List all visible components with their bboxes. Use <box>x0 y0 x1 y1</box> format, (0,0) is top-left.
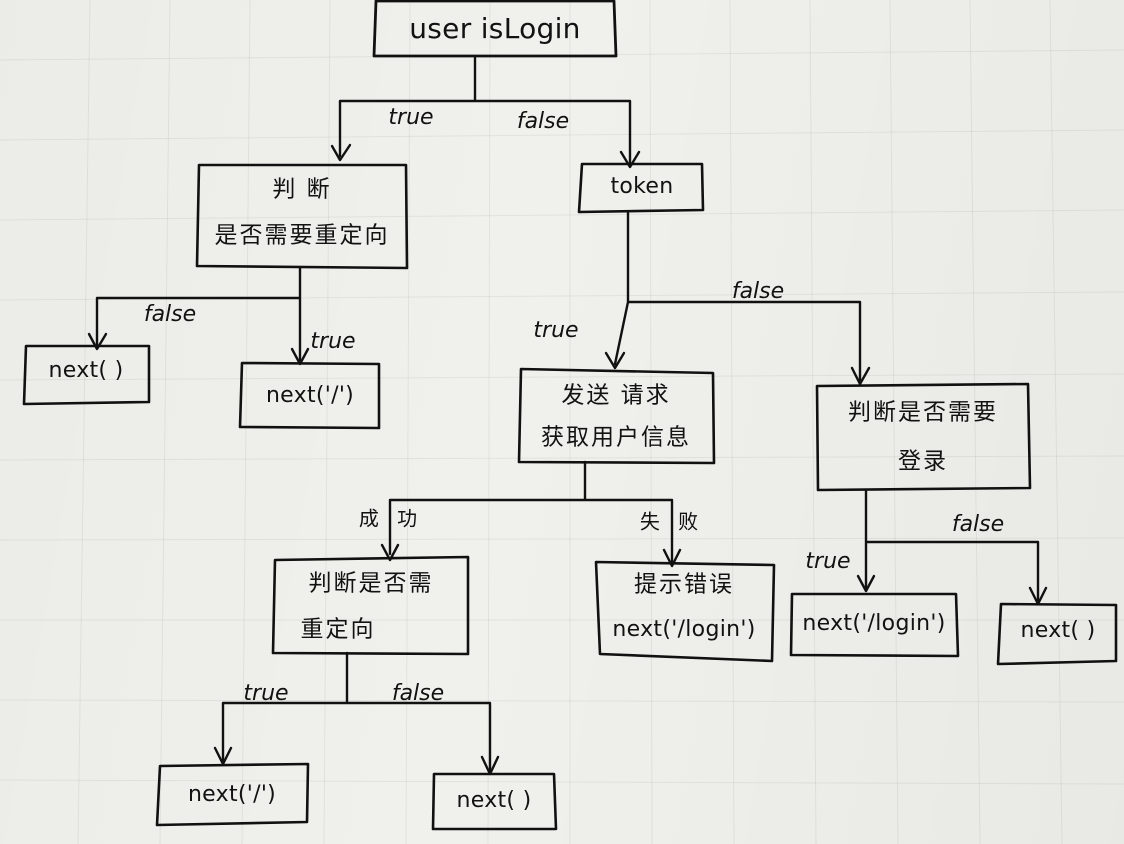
next-root-node-1-label: next('/') <box>266 383 354 408</box>
edge-label-login-check-false: false <box>952 512 1004 537</box>
edge-label-root-true: true <box>388 105 433 130</box>
login-check-node-line-2: 登录 <box>898 449 948 475</box>
redirect-check-node-2: 判断是否需 重定向 <box>271 555 470 656</box>
login-check-node-line-1: 判断是否需要 <box>848 400 998 426</box>
login-check-node: 判断是否需要 登录 <box>815 382 1032 492</box>
next-empty-node-1-label: next( ) <box>49 358 124 383</box>
token-node-label: token <box>610 174 673 199</box>
edge-request-split <box>388 460 674 564</box>
next-empty-node-2-label: next( ) <box>1021 618 1096 643</box>
arrowhead-login-check <box>850 366 871 386</box>
edge-label-redirect-2-true: true <box>243 681 288 706</box>
arrowheads <box>87 143 1048 776</box>
root-node-box <box>372 0 618 58</box>
login-check-node-box <box>815 382 1032 492</box>
request-node-line-1: 发送 请求 <box>561 383 670 409</box>
next-root-node-2-box <box>155 762 310 827</box>
next-root-node-1-box <box>238 361 381 430</box>
edge-token-split <box>613 210 862 382</box>
arrowhead-request <box>604 351 626 370</box>
edge-login-check-split <box>864 488 1040 602</box>
token-node-box <box>577 162 705 214</box>
edge-label-token-false: false <box>732 279 784 304</box>
edge-label-redirect-1-false: false <box>144 302 196 327</box>
next-empty-node-1-box <box>22 344 151 406</box>
error-node-line-2: next('/login') <box>612 617 755 642</box>
error-node: 提示错误 next('/login') <box>594 560 776 663</box>
redirect-check-node-2-box <box>271 555 470 656</box>
redirect-check-node-1-line-2: 是否需要重定向 <box>215 223 390 249</box>
arrowhead-next-login <box>856 574 876 593</box>
arrowhead-redirect-check-2 <box>380 543 400 562</box>
flow-connectors <box>95 56 1040 772</box>
next-root-node-2-label: next('/') <box>188 782 276 807</box>
edge-label-login-check-true: true <box>805 549 850 574</box>
error-node-line-1: 提示错误 <box>634 572 734 598</box>
next-empty-node-2-box <box>996 602 1118 666</box>
next-empty-node-2: next( ) <box>996 602 1118 666</box>
edge-labels: true false false true false true 成 功 失 败… <box>144 105 1004 706</box>
next-empty-node-3: next( ) <box>431 772 558 831</box>
next-root-node-2: next('/') <box>155 762 310 827</box>
arrowhead-token <box>619 150 641 169</box>
edge-label-request-success: 成 功 <box>359 507 423 531</box>
next-login-node: next('/login') <box>789 592 960 658</box>
request-node: 发送 请求 获取用户信息 <box>517 367 716 465</box>
redirect-check-node-1-line-1: 判 断 <box>272 177 331 203</box>
next-empty-node-1: next( ) <box>22 344 151 406</box>
edge-root-split <box>338 56 632 166</box>
arrowhead-redirect-check-1 <box>330 143 352 162</box>
redirect-check-node-1: 判 断 是否需要重定向 <box>195 163 409 270</box>
request-node-line-2: 获取用户信息 <box>541 425 691 451</box>
edge-label-token-true: true <box>533 318 578 343</box>
edge-label-root-false: false <box>517 109 569 134</box>
error-node-box <box>594 560 776 663</box>
root-node-label: user isLogin <box>409 12 580 45</box>
next-empty-node-3-box <box>431 772 558 831</box>
redirect-check-node-1-box <box>195 163 409 270</box>
edge-label-request-fail: 失 败 <box>640 510 704 534</box>
redirect-check-node-2-line-2: 重定向 <box>301 617 376 643</box>
next-login-node-label: next('/login') <box>802 611 945 636</box>
root-node: user isLogin <box>372 0 618 58</box>
redirect-check-node-2-line-1: 判断是否需 <box>309 571 434 597</box>
request-node-box <box>517 367 716 465</box>
edge-redirect-check-1-split <box>95 266 302 362</box>
arrowhead-error <box>662 548 682 568</box>
edge-label-redirect-2-false: false <box>392 681 444 706</box>
next-empty-node-3-label: next( ) <box>457 788 532 813</box>
token-node: token <box>577 162 705 214</box>
edge-label-redirect-1-true: true <box>310 329 355 354</box>
edge-redirect-check-2-split <box>221 651 492 772</box>
arrowhead-next-empty-1 <box>87 332 108 351</box>
next-login-node-box <box>789 592 960 658</box>
next-root-node-1: next('/') <box>238 361 381 430</box>
